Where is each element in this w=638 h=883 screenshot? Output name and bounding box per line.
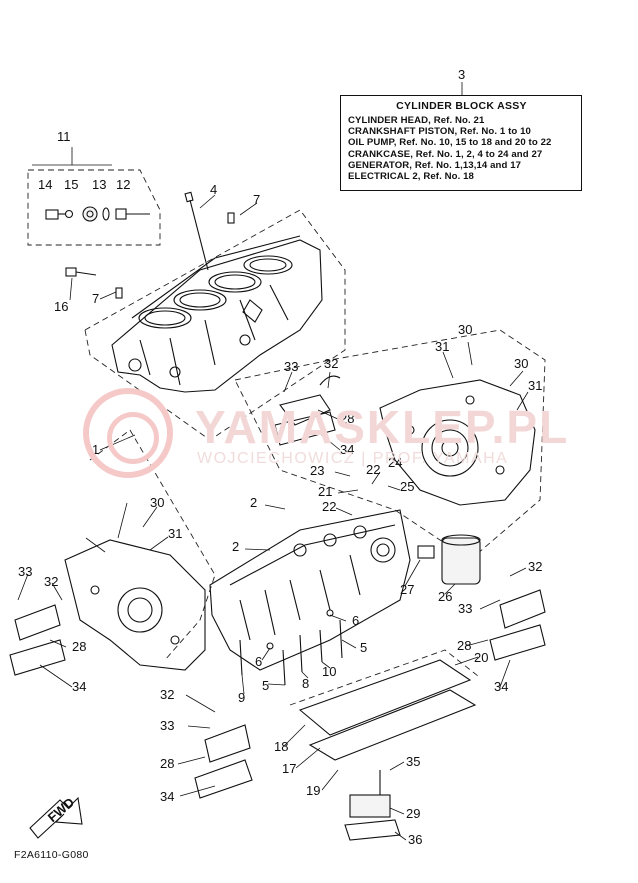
callout-label: 2: [232, 539, 240, 554]
legend-line: CYLINDER HEAD, Ref. No. 21: [348, 115, 485, 126]
oil-filter: [417, 534, 481, 585]
callout-label: 30: [150, 495, 165, 510]
callout-label: 33: [458, 601, 473, 616]
callout-label: 11: [57, 129, 71, 144]
callout-label: 34: [72, 679, 87, 694]
callout-label: 29: [406, 806, 421, 821]
legend-title: CYLINDER BLOCK ASSY: [396, 100, 527, 112]
callout-label: 17: [282, 761, 297, 776]
callout-label: 31: [435, 339, 450, 354]
dowel-pins: [115, 212, 235, 299]
callout-label: 28: [457, 638, 472, 653]
small-cover-left: [9, 604, 66, 676]
callout-label: 7: [253, 192, 261, 207]
svg-text:FWD: FWD: [45, 795, 77, 826]
callout-label: 36: [408, 832, 423, 847]
callout-label: 7: [92, 291, 100, 306]
left-group-outline: [89, 429, 216, 661]
callout-label: 3: [458, 67, 466, 82]
bolt-16: [65, 267, 97, 277]
callout-label: 5: [262, 678, 270, 693]
callout-label: 24: [388, 455, 403, 470]
generator-cover-right: [379, 379, 536, 506]
callout-label: 22: [322, 499, 337, 514]
figure-code: F2A6110-G080: [14, 849, 89, 861]
callout-label: 21: [318, 484, 333, 499]
callout-label: 30: [458, 322, 473, 337]
crankcase-bolts: [239, 609, 343, 686]
small-cover-bottom: [194, 724, 253, 799]
callout-labels: 11: [0, 0, 14, 3]
cylinder-block-group-outline: [84, 209, 346, 441]
callout-label: 32: [528, 559, 543, 574]
callout-label: 10: [322, 664, 337, 679]
callout-label: 12: [116, 177, 131, 192]
oil-pan: [289, 649, 479, 761]
legend-line: GENERATOR, Ref. No. 1,13,14 and 17: [348, 159, 522, 171]
callout-label: 34: [494, 679, 509, 694]
callout-label: 18: [274, 739, 289, 754]
small-cover-upper: [274, 375, 341, 446]
leader-lines: [17, 82, 529, 841]
callout-label: 16: [54, 299, 69, 314]
assembly-legend-box: CYLINDER BLOCK ASSY CYLINDER HEAD, Ref. …: [340, 95, 582, 191]
callout-label: 4: [210, 182, 218, 197]
callout-label: 22: [366, 462, 381, 477]
small-cover-right: [489, 589, 546, 661]
fwd-arrow-icon: FWD: [29, 795, 83, 839]
legend-line: CRANKCASE, Ref. No. 1, 2, 4 to 24 and 27: [348, 148, 543, 160]
callout-label: 9: [238, 690, 246, 705]
callout-label: 34: [340, 442, 355, 457]
callout-label: 6: [352, 613, 360, 628]
callout-label: 34: [160, 789, 175, 804]
callout-label: 23: [310, 463, 325, 478]
callout-label: 28: [340, 411, 355, 426]
bolt-kit-parts: [45, 206, 150, 222]
callout-label: 35: [406, 754, 421, 769]
callout-label: 27: [400, 582, 415, 597]
callout-label: 32: [160, 687, 175, 702]
callout-label: 31: [168, 526, 183, 541]
callout-label: 8: [302, 676, 310, 691]
callout-label: 14: [38, 177, 53, 192]
sensor-29: [344, 770, 401, 841]
bolt-kit-group-outline: [27, 169, 161, 246]
long-stud-bolt: [184, 191, 209, 271]
callout-label: 13: [92, 177, 107, 192]
callout-label: 19: [306, 783, 321, 798]
callout-label: 28: [72, 639, 87, 654]
callout-label: 2: [250, 495, 258, 510]
generator-cover-left: [64, 539, 206, 671]
callout-label: 33: [18, 564, 33, 579]
callout-label: 32: [324, 356, 339, 371]
callout-label: 5: [360, 640, 368, 655]
callout-label: 30: [514, 356, 529, 371]
callout-label: 15: [64, 177, 79, 192]
callout-label: 28: [160, 756, 175, 771]
callout-label: 25: [400, 479, 415, 494]
callout-label: 1: [92, 442, 100, 457]
legend-line: ELECTRICAL 2, Ref. No. 18: [348, 171, 474, 183]
callout-label: 32: [44, 574, 59, 589]
callout-label: 33: [160, 718, 175, 733]
cover-group-outline: [234, 329, 546, 561]
legend-line: CRANKSHAFT PISTON, Ref. No. 1 to 10: [348, 126, 531, 138]
callout-label: 26: [438, 589, 453, 604]
crankcase: [209, 509, 411, 671]
callout-label: 31: [528, 378, 543, 393]
legend-line: OIL PUMP, Ref. No. 10, 15 to 18 and 20 t…: [348, 137, 552, 149]
callout-label: 6: [255, 654, 263, 669]
callout-label: 33: [284, 359, 299, 374]
cylinder-block: [111, 235, 323, 393]
callout-label: 20: [474, 650, 489, 665]
